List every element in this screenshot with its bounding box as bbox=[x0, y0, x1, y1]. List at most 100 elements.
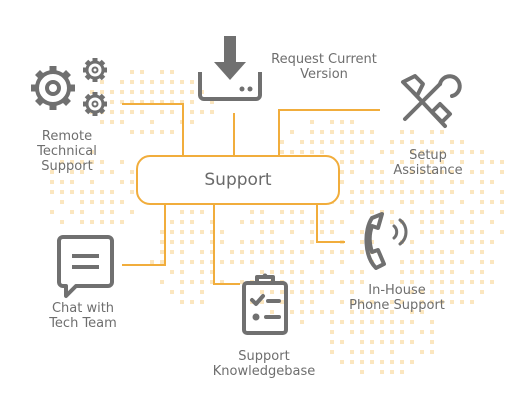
map-dot bbox=[480, 270, 484, 274]
map-dot bbox=[450, 300, 454, 304]
map-dot bbox=[200, 230, 204, 234]
map-dot bbox=[280, 150, 284, 154]
map-dot bbox=[430, 130, 434, 134]
map-dot bbox=[340, 220, 344, 224]
map-dot bbox=[160, 260, 164, 264]
map-dot bbox=[370, 300, 374, 304]
map-dot bbox=[190, 220, 194, 224]
map-dot bbox=[130, 180, 134, 184]
map-dot bbox=[370, 200, 374, 204]
map-dot bbox=[220, 240, 224, 244]
map-dot bbox=[80, 160, 84, 164]
map-dot bbox=[430, 330, 434, 334]
map-dot bbox=[370, 180, 374, 184]
map-dot bbox=[430, 180, 434, 184]
map-dot bbox=[120, 80, 124, 84]
map-dot bbox=[490, 240, 494, 244]
map-dot bbox=[130, 100, 134, 104]
map-dot bbox=[370, 320, 374, 324]
map-dot bbox=[450, 190, 454, 194]
map-dot bbox=[420, 220, 424, 224]
map-dot bbox=[180, 280, 184, 284]
map-dot bbox=[350, 270, 354, 274]
map-dot bbox=[470, 240, 474, 244]
map-dot bbox=[260, 270, 264, 274]
map-dot bbox=[380, 330, 384, 334]
map-dot bbox=[100, 170, 104, 174]
map-dot bbox=[430, 290, 434, 294]
map-dot bbox=[310, 220, 314, 224]
map-dot bbox=[370, 350, 374, 354]
map-dot bbox=[460, 290, 464, 294]
map-dot bbox=[320, 280, 324, 284]
chat-bubble-icon bbox=[57, 235, 114, 298]
map-dot bbox=[120, 200, 124, 204]
map-dot bbox=[290, 280, 294, 284]
map-dot bbox=[320, 260, 324, 264]
map-dot bbox=[350, 150, 354, 154]
map-dot bbox=[310, 230, 314, 234]
map-dot bbox=[110, 90, 114, 94]
map-dot bbox=[210, 240, 214, 244]
map-dot bbox=[420, 290, 424, 294]
map-dot bbox=[370, 160, 374, 164]
in-house-phone-support-label: In-House Phone Support bbox=[349, 283, 445, 313]
map-dot bbox=[370, 310, 374, 314]
map-dot bbox=[380, 320, 384, 324]
map-dot bbox=[390, 180, 394, 184]
map-dot bbox=[390, 190, 394, 194]
map-dot bbox=[120, 220, 124, 224]
map-dot bbox=[160, 70, 164, 74]
map-dot bbox=[490, 200, 494, 204]
map-dot bbox=[220, 260, 224, 264]
map-dot bbox=[170, 80, 174, 84]
map-dot bbox=[290, 310, 294, 314]
map-dot bbox=[410, 290, 414, 294]
map-dot bbox=[390, 140, 394, 144]
map-dot bbox=[180, 100, 184, 104]
map-dot bbox=[460, 230, 464, 234]
map-dot bbox=[370, 210, 374, 214]
remote-label-line1: Remote bbox=[41, 129, 93, 144]
map-dot bbox=[210, 280, 214, 284]
map-dot bbox=[250, 220, 254, 224]
map-dot bbox=[350, 350, 354, 354]
map-dot bbox=[200, 210, 204, 214]
map-dot bbox=[260, 210, 264, 214]
map-dot bbox=[350, 330, 354, 334]
map-dot bbox=[490, 180, 494, 184]
map-dot bbox=[500, 170, 504, 174]
map-dot bbox=[360, 130, 364, 134]
map-dot bbox=[80, 190, 84, 194]
map-dot bbox=[80, 200, 84, 204]
map-dot bbox=[170, 110, 174, 114]
map-dot bbox=[160, 240, 164, 244]
map-dot bbox=[120, 160, 124, 164]
map-dot bbox=[480, 190, 484, 194]
map-dot bbox=[310, 140, 314, 144]
map-dot bbox=[330, 290, 334, 294]
map-dot bbox=[270, 310, 274, 314]
map-dot bbox=[360, 360, 364, 364]
map-dot bbox=[490, 260, 494, 264]
map-dot bbox=[250, 240, 254, 244]
map-dot bbox=[450, 210, 454, 214]
map-dot bbox=[210, 220, 214, 224]
map-dot bbox=[360, 230, 364, 234]
map-dot bbox=[300, 140, 304, 144]
map-dot bbox=[200, 110, 204, 114]
map-dot bbox=[420, 210, 424, 214]
clipboard-checklist-icon bbox=[242, 273, 288, 335]
map-dot bbox=[160, 100, 164, 104]
map-dot bbox=[390, 210, 394, 214]
map-dot bbox=[330, 350, 334, 354]
map-dot bbox=[380, 190, 384, 194]
map-dot bbox=[400, 270, 404, 274]
map-dot bbox=[460, 220, 464, 224]
map-dot bbox=[310, 120, 314, 124]
map-dot bbox=[100, 210, 104, 214]
map-dot bbox=[340, 300, 344, 304]
map-dot bbox=[50, 170, 54, 174]
